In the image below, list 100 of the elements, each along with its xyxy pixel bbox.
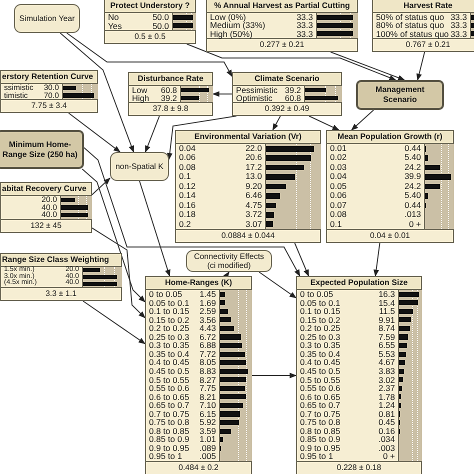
probability-value: 1.01 — [198, 435, 216, 444]
state-label: 0.75 to 0.8 — [149, 418, 190, 427]
probability-value: 6.15 — [198, 410, 216, 418]
arrow — [294, 242, 310, 277]
state-label: 0.03 — [330, 162, 347, 172]
probability-table — [175, 130, 321, 243]
state-label: 0.25 to 0.3 — [149, 332, 190, 342]
state-label: 0.3 to 0.35 — [300, 341, 340, 350]
arrow — [82, 300, 146, 344]
table-title: Range Size Class Weighting — [1, 254, 121, 267]
probability-value: 50.0 — [151, 13, 169, 22]
probability-value: 15.4 — [377, 298, 395, 308]
arrow — [84, 147, 300, 277]
mean-value: 3.3 ± 1.1 — [44, 288, 78, 300]
table-title: Mean Population Growth (r) — [327, 131, 453, 144]
state-label: 0.5 to 0.55 — [149, 376, 190, 384]
state-label: 0.95 to 1 — [149, 452, 182, 461]
state-label: 0.65 to 0.7 — [149, 401, 190, 410]
state-label: 0.2 to 0.25 — [149, 324, 190, 333]
state-label: High — [132, 94, 150, 102]
state-label: 0.07 — [330, 200, 347, 210]
probability-value: 7.10 — [198, 401, 216, 410]
probability-value: 50.0 — [151, 22, 169, 30]
table-title: Environmental Variation (Vr) — [176, 131, 320, 144]
state-label: 80% of status quo — [376, 21, 444, 30]
arrow — [82, 168, 146, 302]
probability-table — [372, 0, 474, 52]
probability-value: 8.83 — [198, 366, 216, 376]
probability-value: 20.6 — [244, 153, 262, 163]
state-label: 0 to 0.05 — [300, 290, 334, 299]
probability-value: 1.45 — [198, 290, 216, 299]
probability-value: 0.16 — [377, 426, 395, 436]
probability-value: 5.53 — [377, 350, 395, 358]
probability-value: 5.40 — [403, 153, 421, 163]
state-label: 0.02 — [330, 153, 347, 163]
probability-value: 60.8 — [160, 86, 177, 94]
table-title: Disturbance Rate — [129, 73, 212, 86]
probability-value: 5.92 — [198, 418, 216, 427]
mean-value: 132 ± 45 — [29, 220, 63, 232]
mean-value: 0.392 ± 0.49 — [264, 103, 310, 115]
state-label: 0.9 to 0.95 — [300, 444, 340, 452]
arrow — [60, 32, 134, 153]
state-label: 0.25 to 0.3 — [300, 332, 340, 342]
state-label: 0.05 to 0.1 — [149, 298, 190, 308]
state-label: 0.1 — [330, 220, 342, 229]
probability-value: 6.88 — [198, 341, 216, 350]
state-label: 0.45 to 0.5 — [300, 366, 340, 376]
node-label: Connectivity Effects (ci modified) — [192, 252, 266, 270]
table-title: % Annual Harvest as Partial Cutting — [207, 0, 357, 13]
state-label: Pessimistic — [236, 86, 278, 94]
arrow — [223, 271, 230, 279]
probability-value: 1.69 — [198, 298, 216, 308]
probability-value: 3.02 — [377, 376, 395, 384]
probability-value: 8.05 — [198, 358, 216, 367]
state-label: 0.06 — [179, 153, 196, 163]
probability-value: 3.56 — [198, 316, 216, 324]
state-label: Optimistic — [236, 94, 272, 102]
probability-value: 17.2 — [244, 162, 262, 172]
state-label: 0.55 to 0.6 — [149, 384, 190, 393]
state-label: High (50%) — [210, 30, 253, 38]
state-label: 0.16 — [179, 200, 196, 210]
node-label: Simulation Year — [18, 14, 76, 23]
probability-table — [0, 182, 92, 233]
rounded-box — [14, 4, 80, 33]
state-label: 0.05 to 0.1 — [300, 298, 340, 308]
probability-value: .089 — [198, 444, 216, 452]
arrow — [258, 272, 297, 298]
probability-value: 8.21 — [198, 392, 216, 402]
state-label: 0.65 to 0.7 — [300, 401, 340, 410]
table-title: abitat Recovery Curve — [1, 183, 91, 196]
state-label: 0.15 to 0.2 — [300, 316, 340, 324]
arrow — [144, 116, 160, 153]
arrow — [252, 372, 297, 378]
state-label: 0.15 to 0.2 — [149, 316, 190, 324]
state-label: 0.45 to 0.5 — [149, 366, 190, 376]
mean-value: 0.228 ± 0.18 — [336, 462, 382, 474]
arrow — [66, 32, 232, 77]
state-label: 0.5 to 0.55 — [300, 376, 340, 384]
state-label: 0.14 — [179, 191, 196, 201]
probability-value: 16.3 — [377, 290, 395, 299]
arrow — [186, 44, 396, 80]
state-label: 0.08 — [330, 210, 347, 220]
state-label: 0.08 — [179, 162, 196, 172]
table-title: Climate Scenario — [233, 73, 341, 86]
state-label: 0.75 to 0.8 — [300, 418, 340, 427]
probability-value: 39.2 — [284, 86, 301, 94]
probability-value: 2.37 — [377, 384, 395, 393]
probability-value: 60.8 — [284, 94, 301, 102]
state-label: 0.3 to 0.35 — [149, 341, 190, 350]
state-label: 0.04 — [179, 144, 196, 154]
decision-box — [0, 130, 84, 169]
state-label: 0.6 to 0.65 — [149, 392, 190, 402]
mean-value: 7.75 ± 3.4 — [30, 100, 68, 112]
probability-value: 33.3 — [295, 30, 313, 38]
mean-value: 37.8 ± 9.8 — [152, 103, 190, 115]
probability-table — [0, 253, 122, 301]
probability-value: 22.0 — [244, 144, 262, 154]
probability-value: 7.75 — [198, 384, 216, 393]
probability-value: .003 — [377, 444, 395, 452]
probability-value: 33.3 — [295, 13, 313, 22]
